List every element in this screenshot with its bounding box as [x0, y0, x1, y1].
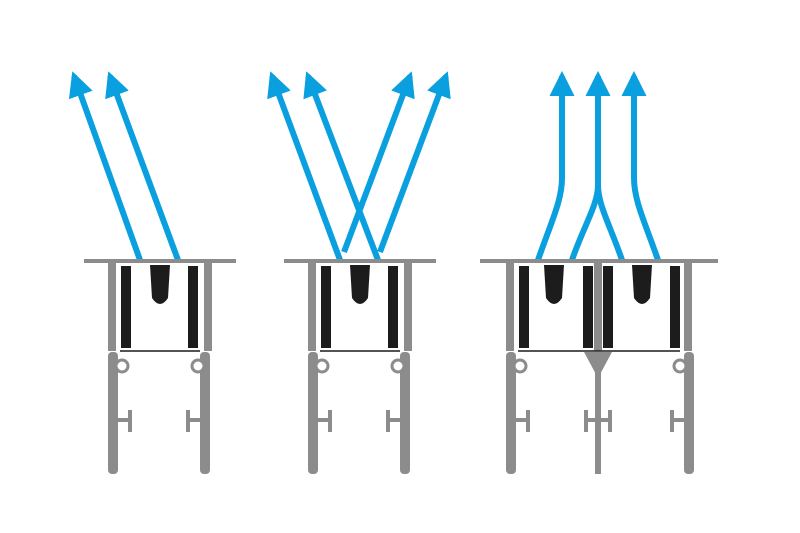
clip-hole: [672, 358, 688, 374]
airflow-arrow: [68, 71, 143, 262]
center-deflector: [632, 265, 652, 304]
mounting-rail-right: [684, 352, 694, 474]
diffuser-unit-2: [267, 71, 451, 474]
blade-right: [388, 266, 398, 348]
center-deflector: [350, 265, 370, 304]
side-wall-left: [506, 263, 514, 351]
blade-left: [519, 266, 529, 348]
fixing-bracket: [670, 410, 684, 432]
diffuser-unit-1: [68, 71, 236, 474]
fixing-bracket: [186, 410, 200, 432]
blade-left: [121, 266, 131, 348]
diffuser-profile: [84, 259, 236, 474]
fixing-bracket: [386, 410, 400, 432]
center-rail: [595, 372, 601, 474]
diffuser-unit-3: [480, 70, 718, 474]
airflow-arrows: [535, 70, 661, 261]
clip-hole: [190, 358, 206, 374]
diffuser-profile: [284, 259, 436, 474]
mounting-rail-left: [506, 352, 516, 474]
blade-center-left: [583, 266, 593, 348]
fixing-bracket: [118, 410, 132, 432]
airflow-arrow: [569, 70, 611, 261]
center-deflector: [544, 265, 564, 304]
blade-center-right: [603, 266, 613, 348]
clip-hole: [512, 358, 528, 374]
ceiling-flange: [480, 259, 718, 263]
airflow-arrow: [377, 71, 451, 254]
ceiling-flange: [84, 259, 236, 263]
center-joint: [584, 352, 612, 378]
fixing-bracket: [318, 410, 332, 432]
side-wall-right: [204, 263, 212, 351]
mounting-rail-left: [308, 352, 318, 474]
side-wall-left: [308, 263, 316, 351]
mounting-rail-right: [400, 352, 410, 474]
clip-hole: [114, 358, 130, 374]
center-deflector: [150, 265, 170, 304]
ceiling-flange: [284, 259, 436, 263]
airflow-arrow: [595, 184, 625, 261]
airflow-arrow: [105, 71, 181, 262]
airflow-arrow: [267, 71, 343, 262]
airflow-arrow: [341, 71, 415, 254]
airflow-arrow: [621, 70, 661, 261]
blade-left: [321, 266, 331, 348]
center-divider: [594, 263, 602, 351]
airflow-arrows: [68, 71, 181, 262]
fixing-bracket: [516, 410, 530, 432]
mounting-rail-right: [200, 352, 210, 474]
blade-right: [670, 266, 680, 348]
fixing-bracket: [584, 410, 612, 432]
blade-right: [188, 266, 198, 348]
side-wall-right: [404, 263, 412, 351]
side-wall-left: [108, 263, 116, 351]
airflow-arrows: [267, 71, 451, 262]
side-wall-right: [684, 263, 692, 351]
diffuser-profile: [480, 259, 718, 474]
airflow-arrow: [535, 70, 575, 261]
mounting-rail-left: [108, 352, 118, 474]
clip-hole: [390, 358, 406, 374]
airflow-arrow: [303, 71, 381, 262]
clip-hole: [314, 358, 330, 374]
